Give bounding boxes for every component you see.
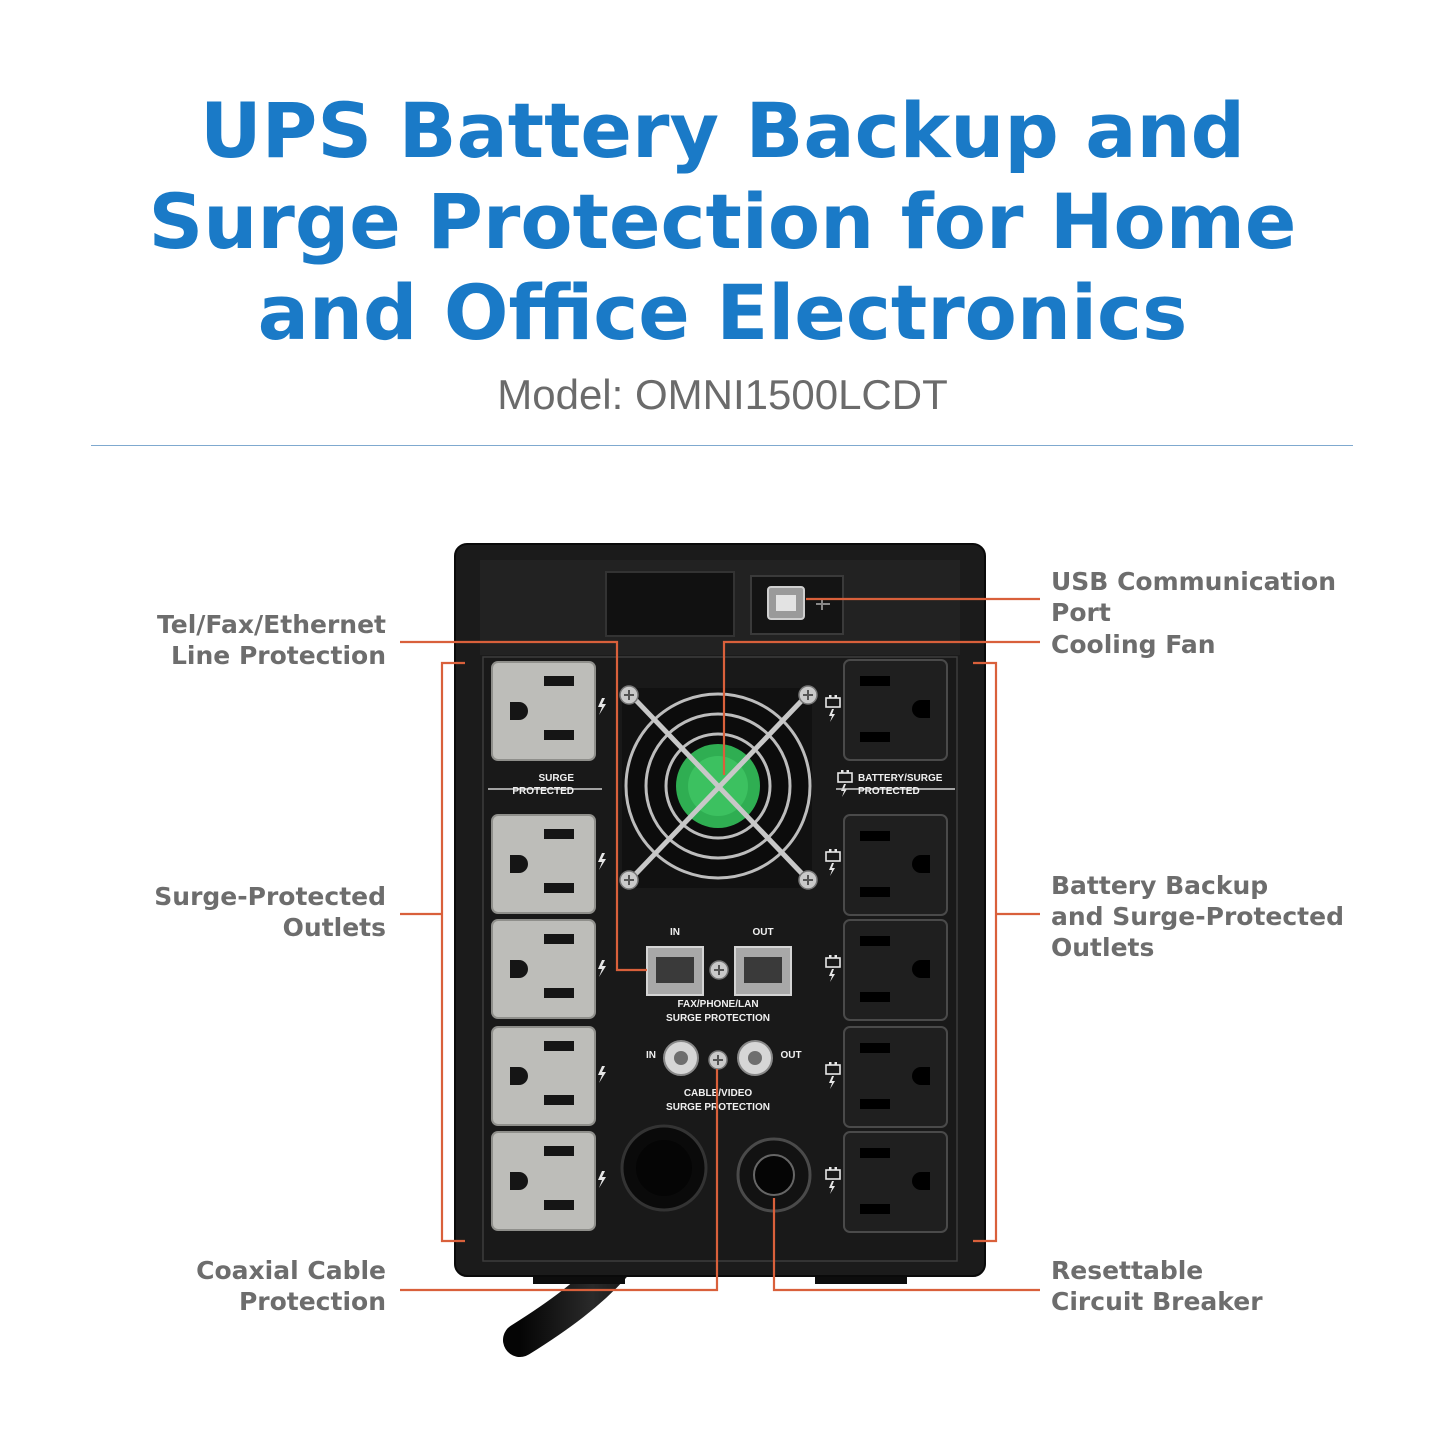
fan-guard-icon [619,685,818,890]
surge-label-line2: PROTECTED [512,786,574,797]
callout-tel-fax-ethernet: Tel/Fax/Ethernet Line Protection [157,610,386,670]
rj45-caption-1: FAX/PHONE/LAN [677,999,758,1010]
coax-connector-icon [663,1040,773,1076]
leader-lines [400,597,1040,1292]
surge-label-line1: SURGE [538,773,574,784]
callout-coaxial-cable: Coaxial Cable Protection [196,1256,386,1316]
callout-circuit-breaker: Resettable Circuit Breaker [1051,1256,1263,1316]
model-number: Model: OMNI1500LCDT [497,371,948,418]
title-line-3: and Office Electronics [257,268,1188,357]
rj45-jack-icon [646,946,792,996]
callout-battery-backup-outlets: Battery Backup and Surge-Protected Outle… [1051,871,1344,962]
battery-label-line2: PROTECTED [858,786,920,797]
title-line-1: UPS Battery Backup and [199,86,1246,175]
rj45-in-label: IN [670,927,680,938]
coax-in-label: IN [646,1050,656,1061]
rj45-out-label: OUT [752,927,773,938]
rj45-caption-2: SURGE PROTECTION [666,1013,770,1024]
callout-cooling-fan: Cooling Fan [1051,630,1216,659]
battery-label-line1: BATTERY/SURGE [858,773,943,784]
callout-surge-protected-outlets: Surge-Protected Outlets [154,882,386,942]
coax-out-label: OUT [780,1050,801,1061]
title-line-2: Surge Protection for Home [148,177,1297,266]
coax-caption-1: CABLE/VIDEO [684,1088,753,1099]
divider [91,445,1353,446]
usb-port-icon [767,586,830,620]
callout-usb-port: USB Communication Port [1051,567,1337,627]
page-title: UPS Battery Backup and Surge Protection … [0,85,1445,358]
